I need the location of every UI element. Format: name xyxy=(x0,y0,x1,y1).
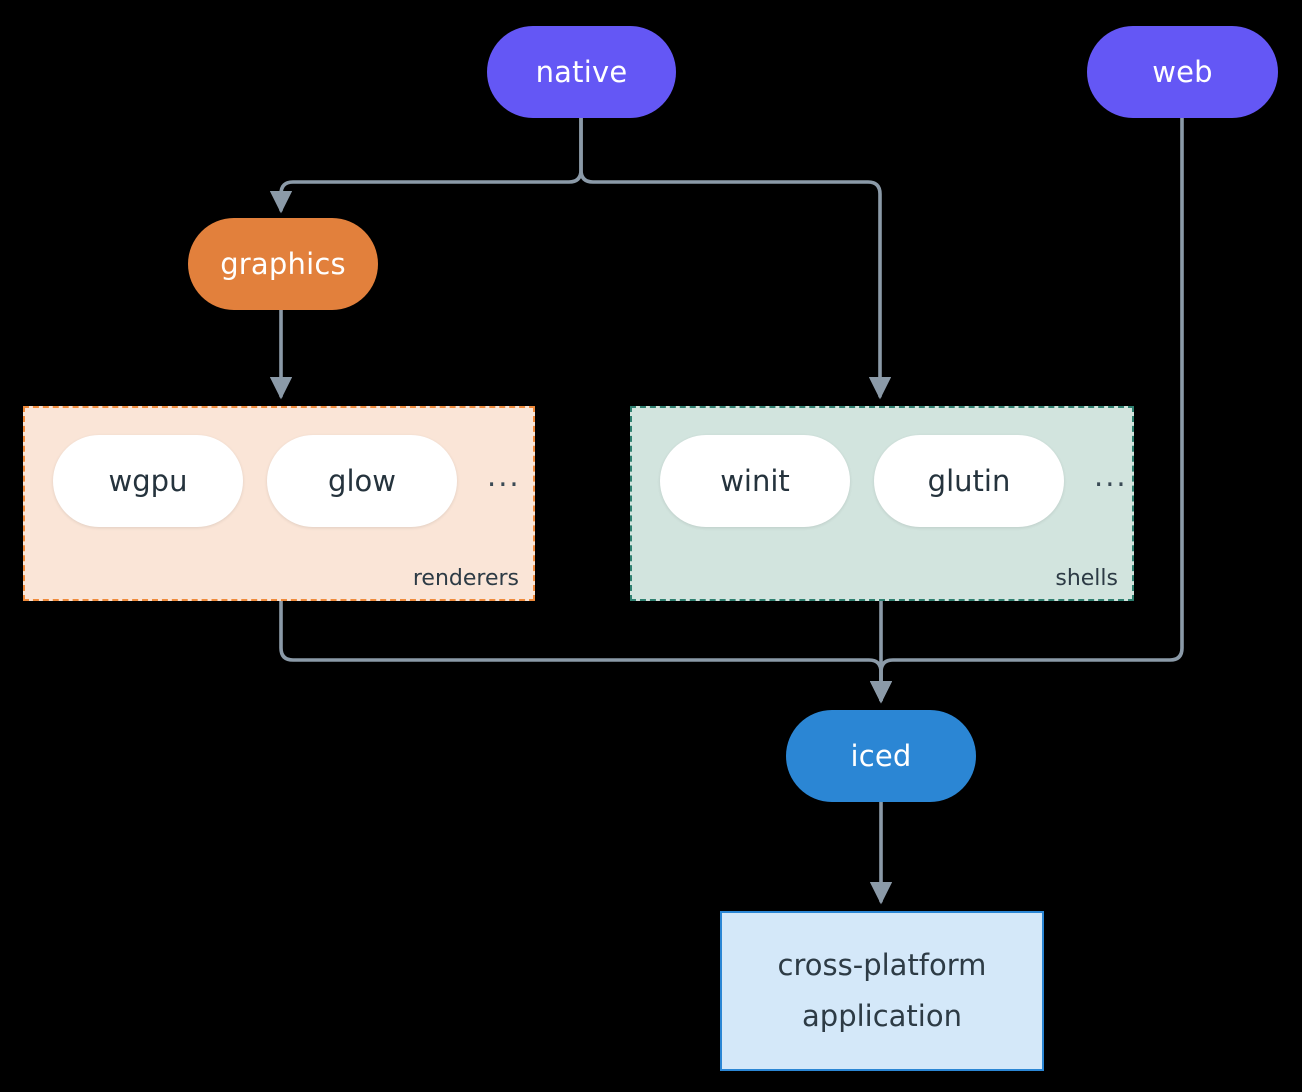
node-iced-label: iced xyxy=(850,739,912,773)
node-native[interactable]: native xyxy=(487,26,676,118)
node-glutin-label: glutin xyxy=(927,464,1011,498)
node-wgpu[interactable]: wgpu xyxy=(53,435,243,527)
node-graphics[interactable]: graphics xyxy=(188,218,378,310)
application-label-line2: application xyxy=(802,999,962,1033)
node-native-label: native xyxy=(535,55,628,89)
edge-native-shells xyxy=(579,116,892,400)
edge-native-split xyxy=(269,116,583,214)
node-winit[interactable]: winit xyxy=(660,435,850,527)
group-shells-label: shells xyxy=(1055,566,1118,591)
node-wgpu-label: wgpu xyxy=(108,464,188,498)
group-renderers-items: wgpu glow ... xyxy=(53,435,521,527)
group-shells[interactable]: winit glutin ... shells xyxy=(630,406,1134,601)
node-glutin[interactable]: glutin xyxy=(874,435,1064,527)
node-cross-platform-application[interactable]: cross-platform application xyxy=(720,911,1044,1071)
node-glow[interactable]: glow xyxy=(267,435,457,527)
node-iced[interactable]: iced xyxy=(786,710,976,802)
group-shells-items: winit glutin ... xyxy=(660,435,1128,527)
node-glow-label: glow xyxy=(328,464,396,498)
application-label-line1: cross-platform xyxy=(777,948,987,983)
edge-renderers-iced xyxy=(279,599,893,704)
renderers-ellipsis: ... xyxy=(487,459,521,493)
group-renderers-label: renderers xyxy=(412,566,519,591)
group-renderers[interactable]: wgpu glow ... renderers xyxy=(23,406,535,601)
node-web[interactable]: web xyxy=(1087,26,1278,118)
node-web-label: web xyxy=(1152,55,1213,89)
node-winit-label: winit xyxy=(720,464,790,498)
node-graphics-label: graphics xyxy=(220,247,346,281)
shells-ellipsis: ... xyxy=(1094,459,1128,493)
